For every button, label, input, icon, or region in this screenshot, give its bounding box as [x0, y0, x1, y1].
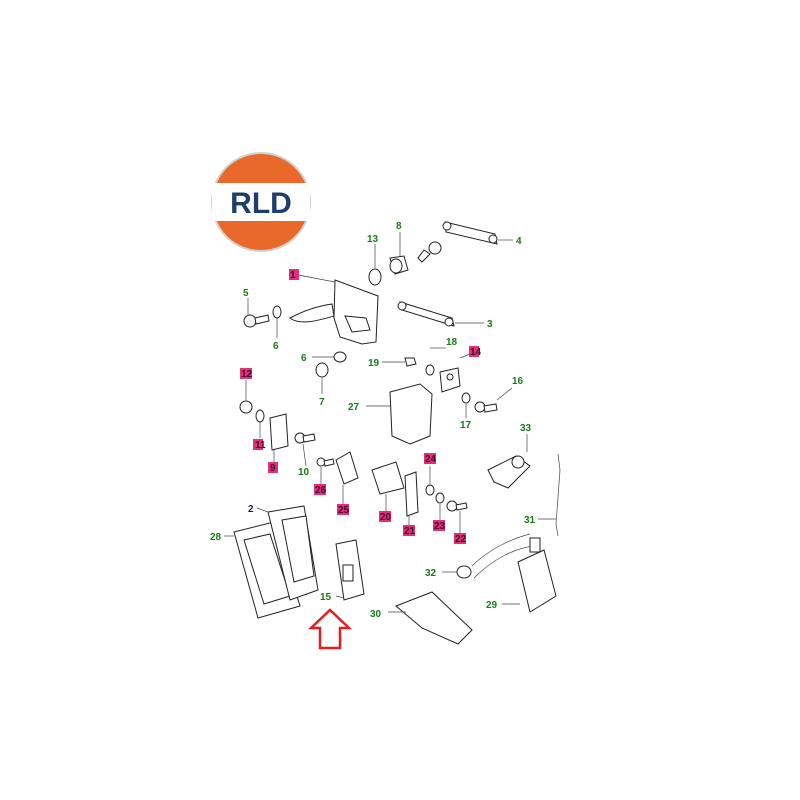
part-27-striker	[366, 383, 433, 445]
label-32: 32	[425, 568, 437, 579]
label-19: 19	[368, 358, 380, 369]
label-29: 29	[486, 600, 498, 611]
part-15-latch	[335, 539, 365, 601]
part-30-bracket	[388, 591, 473, 645]
label-5: 5	[243, 288, 249, 299]
label-24: 24	[425, 454, 437, 465]
part-11-washer	[255, 409, 265, 438]
part-2-lock-housing	[256, 505, 319, 601]
label-6b: 6	[301, 353, 307, 364]
part-8-bush	[389, 232, 409, 275]
part-26-screw	[316, 457, 335, 484]
label-11: 11	[255, 440, 266, 451]
part-28-gasket	[224, 521, 301, 619]
label-26: 26	[315, 485, 327, 496]
part-4-link-arm	[442, 221, 513, 245]
part-9-plate	[269, 413, 289, 462]
part-1-lock-body	[289, 274, 379, 345]
part-5-screw	[243, 298, 270, 328]
part-25-clip	[335, 451, 359, 504]
label-23: 23	[434, 521, 446, 532]
part-31-rod	[538, 453, 561, 537]
label-30: 30	[370, 609, 382, 620]
part-33-catch	[487, 434, 531, 489]
part-23-washer	[435, 492, 445, 522]
label-13: 13	[367, 234, 379, 245]
part-6-washer-b	[312, 351, 347, 363]
label-4: 4	[516, 236, 522, 247]
label-12: 12	[241, 369, 253, 380]
part-14-bracket	[439, 353, 471, 393]
label-7: 7	[319, 397, 325, 408]
part-12-nut	[239, 380, 253, 414]
label-14: 14	[470, 347, 482, 358]
part-22-bolt	[446, 500, 468, 534]
red-badges	[240, 269, 479, 544]
key-part	[417, 241, 442, 263]
label-33: 33	[520, 423, 532, 434]
part-16-bolt	[474, 387, 513, 413]
part-29-actuator	[502, 537, 557, 613]
part-20-block	[371, 461, 405, 512]
label-8: 8	[396, 221, 402, 232]
label-17: 17	[460, 420, 472, 431]
label-6a: 6	[273, 341, 279, 352]
label-15: 15	[320, 592, 332, 603]
part-18-washer	[425, 347, 446, 376]
part-32-grommet	[442, 533, 535, 579]
label-9: 9	[270, 463, 276, 474]
part-17-washer	[461, 392, 471, 418]
label-31: 31	[524, 515, 536, 526]
label-21: 21	[404, 526, 416, 537]
part-6-washer-a	[272, 305, 282, 338]
label-20: 20	[380, 512, 392, 523]
part-7-bush	[315, 362, 329, 394]
label-25: 25	[338, 505, 350, 516]
label-10: 10	[298, 467, 310, 478]
part-10-screw	[294, 432, 316, 467]
label-18: 18	[446, 337, 458, 348]
part-21-plate	[404, 471, 419, 526]
part-19-nut	[382, 357, 417, 367]
part-24-washer	[425, 466, 435, 496]
part-13-washer	[368, 244, 382, 286]
label-22: 22	[455, 534, 467, 545]
label-16: 16	[512, 376, 524, 387]
label-1: 1	[290, 270, 296, 281]
label-2: 2	[248, 504, 254, 515]
label-27: 27	[348, 402, 360, 413]
label-28: 28	[210, 532, 222, 543]
part-3-link	[397, 301, 484, 327]
logo-text: RLD	[230, 187, 292, 220]
red-arrow	[307, 608, 353, 650]
rld-logo: RLD	[211, 152, 311, 252]
label-3: 3	[487, 319, 493, 330]
